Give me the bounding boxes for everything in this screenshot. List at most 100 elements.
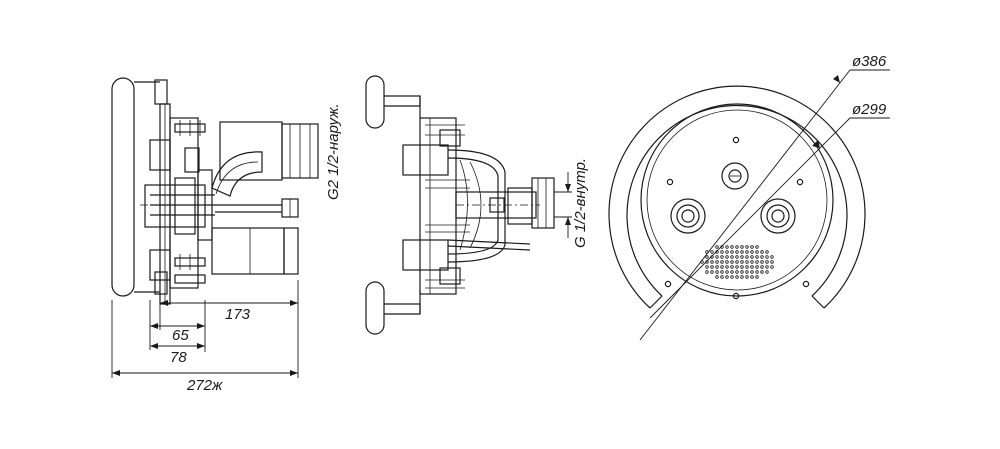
grille-hole — [735, 245, 739, 249]
grille-hole — [720, 260, 724, 264]
grille-hole — [720, 275, 724, 279]
inner-thread-dimension — [554, 172, 572, 238]
grille-hole — [720, 270, 724, 274]
upper-block — [402, 144, 449, 176]
grille-hole — [735, 250, 739, 254]
thread-outer-label: G2 1/2-наруж. — [325, 103, 342, 200]
top-bracket — [154, 79, 168, 105]
grille-hole — [750, 275, 754, 279]
grille-hole — [720, 255, 724, 259]
grille-hole — [725, 250, 729, 254]
side-box — [149, 139, 171, 171]
grille-hole — [760, 260, 764, 264]
grille-hole — [755, 270, 759, 274]
dim-173-label: 173 — [225, 306, 251, 323]
top-view: ø386 ø299 — [608, 53, 890, 341]
grille-hole — [735, 255, 739, 259]
grille-hole — [765, 265, 769, 269]
grille-hole — [760, 250, 764, 254]
grille-hole — [755, 265, 759, 269]
grille-hole — [730, 265, 734, 269]
grille-hole — [710, 250, 714, 254]
grille-hole — [730, 250, 734, 254]
grille-hole — [765, 260, 769, 264]
jet-right — [760, 198, 796, 234]
lower-block — [402, 239, 449, 271]
grille-hole — [705, 270, 709, 274]
handle-top — [365, 75, 385, 129]
grille-hole — [765, 270, 769, 274]
grille-hole — [710, 260, 714, 264]
dim-65-label: 65 — [172, 327, 189, 344]
screw-row-top — [174, 120, 206, 173]
grille-hole — [740, 255, 744, 259]
grille-hole — [735, 260, 739, 264]
grille-hole — [730, 275, 734, 279]
grille-hole — [750, 265, 754, 269]
side-view-dimensions: 173 65 78 272ж — [111, 280, 299, 394]
side-view — [111, 77, 319, 305]
dim-272-label: 272ж — [186, 377, 223, 394]
grille-hole — [755, 255, 759, 259]
grille-hole — [725, 260, 729, 264]
grille-hole — [720, 250, 724, 254]
grille-hole — [725, 275, 729, 279]
grille-hole — [705, 265, 709, 269]
grille-hole — [760, 265, 764, 269]
grille-hole — [740, 250, 744, 254]
grille-hole — [760, 255, 764, 259]
grille-hole — [750, 250, 754, 254]
grille-hole — [735, 275, 739, 279]
dia-inner-label: ø299 — [852, 101, 887, 118]
grille-hole — [740, 270, 744, 274]
grille-hole — [730, 245, 734, 249]
grille-hole — [715, 255, 719, 259]
elbow-pipe — [211, 151, 263, 197]
grille-hole — [755, 275, 759, 279]
grille-hole — [750, 270, 754, 274]
grille-hole — [755, 245, 759, 249]
grille-hole — [715, 275, 719, 279]
grille-hole — [705, 255, 709, 259]
grille-hole — [745, 245, 749, 249]
grille-hole — [760, 270, 764, 274]
outer-ring — [626, 105, 848, 297]
front-screws — [425, 124, 470, 289]
grille-hole — [710, 265, 714, 269]
top-fitting — [721, 162, 749, 190]
jet-left — [670, 198, 706, 234]
perforated-grille — [700, 245, 774, 279]
grille-hole — [715, 265, 719, 269]
grille-hole — [740, 245, 744, 249]
grille-hole — [745, 250, 749, 254]
lower-pipe — [211, 227, 299, 275]
grille-hole — [770, 260, 774, 264]
grille-hole — [720, 265, 724, 269]
upper-pipe — [219, 121, 319, 181]
screw-row-bottom — [174, 254, 206, 284]
inner-thread-connector — [531, 177, 555, 229]
grille-hole — [715, 270, 719, 274]
inner-disc — [640, 103, 834, 297]
grille-hole — [715, 260, 719, 264]
handle-bottom — [365, 281, 385, 335]
outer-ring-rim — [608, 85, 866, 309]
grille-hole — [730, 270, 734, 274]
grille-hole — [740, 265, 744, 269]
grille-hole — [735, 265, 739, 269]
grille-hole — [725, 265, 729, 269]
grille-hole — [745, 270, 749, 274]
grille-hole — [710, 270, 714, 274]
handle-rail — [111, 77, 135, 297]
grille-hole — [755, 260, 759, 264]
grille-hole — [750, 255, 754, 259]
grille-hole — [745, 260, 749, 264]
grille-hole — [750, 260, 754, 264]
grille-hole — [730, 255, 734, 259]
bottom-bracket — [154, 271, 168, 295]
curved-tube — [447, 149, 506, 263]
grille-hole — [765, 255, 769, 259]
grille-hole — [745, 275, 749, 279]
